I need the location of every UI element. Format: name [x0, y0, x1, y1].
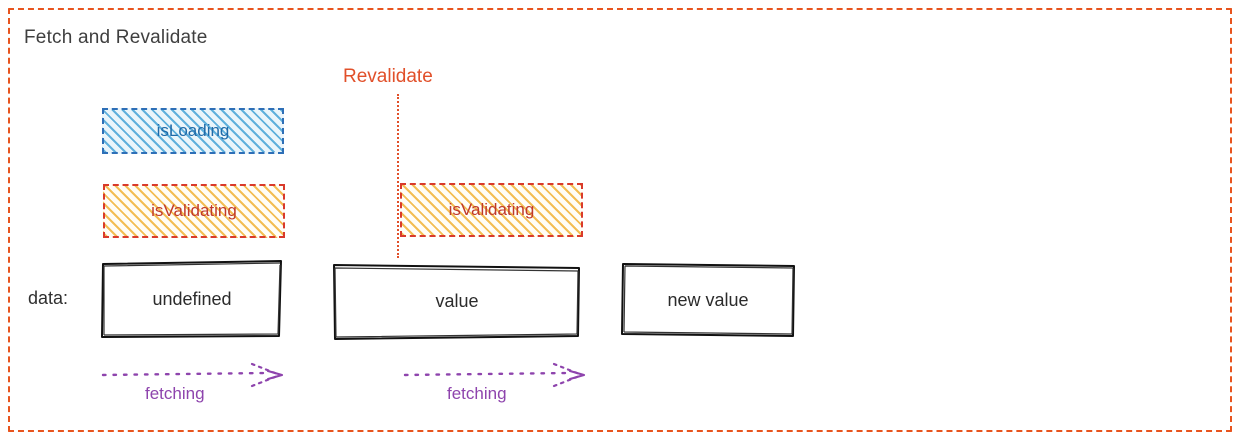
data-box-value-label: value	[435, 290, 479, 311]
data-box-new-value-label: new value	[667, 289, 749, 310]
data-box-value: value	[332, 261, 582, 341]
state-box-isloading: isLoading	[102, 108, 284, 154]
revalidate-label: Revalidate	[343, 66, 433, 87]
data-box-new-value: new value	[620, 262, 796, 338]
fetching-label-initial: fetching	[145, 384, 205, 403]
dotted-arrow-icon	[403, 362, 586, 388]
state-box-isloading-label: isLoading	[156, 121, 230, 140]
state-box-isvalidating-revalidate: isValidating	[400, 183, 583, 237]
state-box-isvalidating-revalidate-label: isValidating	[448, 200, 535, 219]
fetching-arrow-group-initial: fetching	[100, 362, 290, 418]
fetching-arrow-group-revalidate: fetching	[402, 362, 592, 418]
state-box-isvalidating-initial: isValidating	[103, 184, 285, 238]
diagram-outer-frame	[8, 8, 1232, 432]
revalidate-marker-line	[397, 94, 399, 258]
page-title: Fetch and Revalidate	[24, 27, 208, 48]
data-box-undefined-label: undefined	[152, 288, 232, 309]
dotted-arrow-icon	[101, 362, 284, 388]
state-box-isvalidating-initial-label: isValidating	[151, 201, 237, 220]
data-row-label: data:	[28, 288, 69, 308]
data-box-undefined: undefined	[100, 259, 284, 339]
fetching-label-revalidate: fetching	[447, 384, 507, 403]
